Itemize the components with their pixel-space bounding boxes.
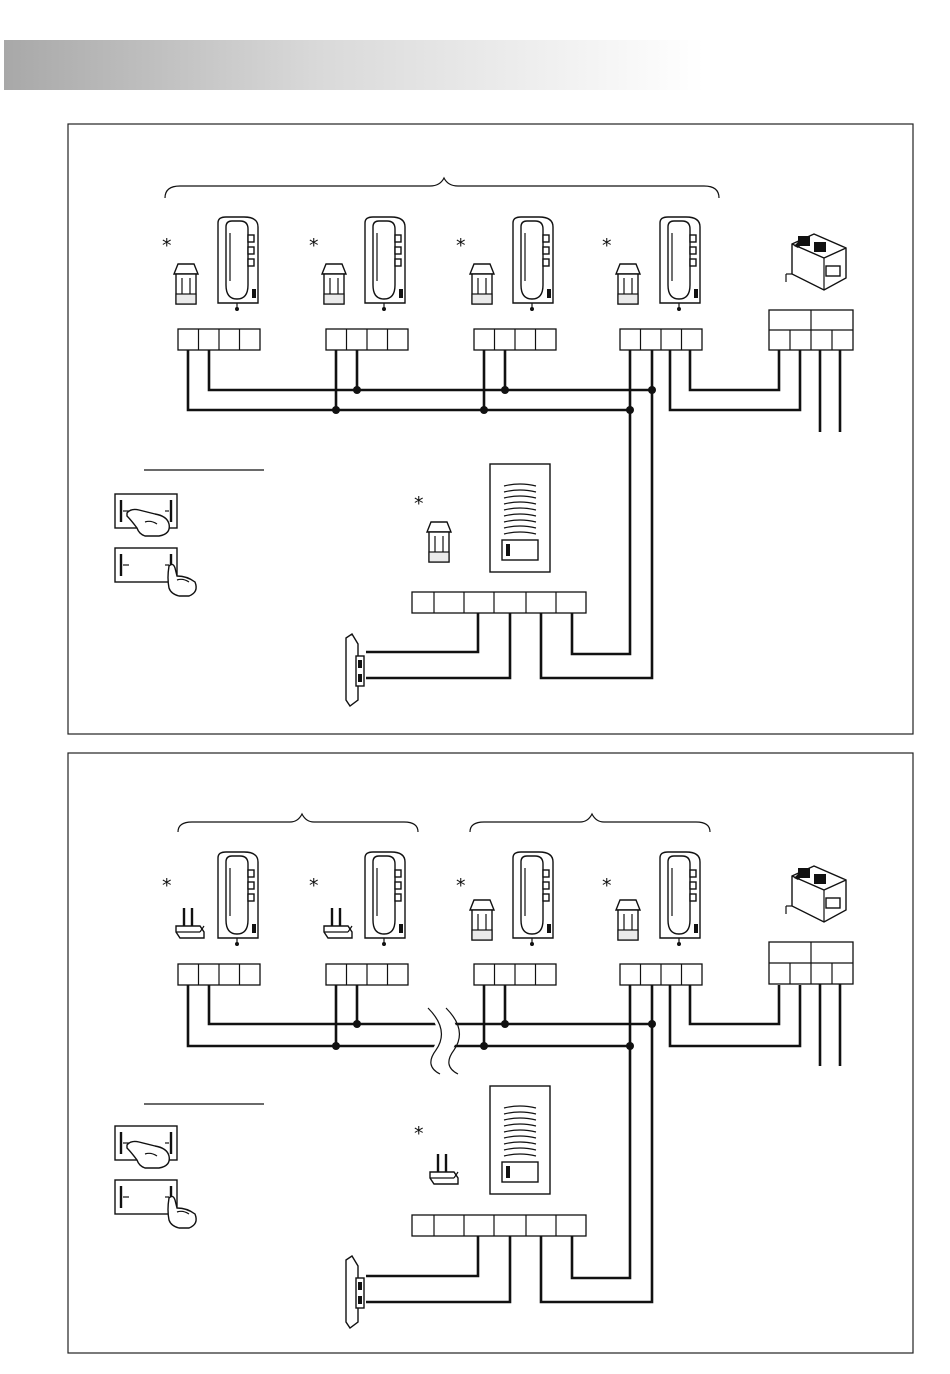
intercom-handset-icon <box>218 217 258 311</box>
config-marker: * <box>162 235 172 257</box>
svg-text:*: * <box>414 1123 424 1145</box>
door-entry-panel-icon <box>490 1086 550 1194</box>
jumper-cap-icon <box>470 264 494 304</box>
svg-text:*: * <box>602 235 612 257</box>
top-handset-4: * <box>602 217 700 311</box>
finger-press-button-icon <box>115 494 177 536</box>
intercom-handset-icon <box>365 217 405 311</box>
bottom-installation-frame <box>68 753 913 1353</box>
bottom-psu-terminals <box>769 942 853 984</box>
bottom-handset-1: * <box>162 852 258 946</box>
bottom-handset-3: * <box>456 852 553 946</box>
pin-jumper-icon <box>176 908 204 938</box>
intercom-handset-icon <box>218 852 258 946</box>
top-handset-1: * <box>162 217 258 311</box>
bottom-group-bracket-right <box>470 814 710 832</box>
top-handset-3: * <box>456 217 553 311</box>
pin-jumper-icon <box>430 1154 458 1184</box>
din-rail-power-supply-icon <box>786 234 846 290</box>
pin-jumper-icon <box>324 908 352 938</box>
top-panel-terminals <box>412 592 586 613</box>
top-handset-2: * <box>309 217 405 311</box>
svg-text:*: * <box>309 235 319 257</box>
door-entry-panel-icon <box>490 464 550 572</box>
top-psu-terminals <box>769 310 853 350</box>
finger-press-button-icon <box>115 1180 196 1228</box>
top-installation-frame <box>68 124 913 734</box>
jumper-cap-icon <box>470 900 494 940</box>
svg-text:*: * <box>414 493 424 515</box>
bottom-panel-terminals <box>412 1215 586 1236</box>
svg-text:*: * <box>456 235 466 257</box>
electric-door-lock-icon <box>346 634 364 706</box>
intercom-handset-icon <box>365 852 405 946</box>
wire-break-icon <box>424 1008 459 1074</box>
intercom-handset-icon <box>660 852 700 946</box>
jumper-cap-icon <box>322 264 346 304</box>
top-terminal-blocks <box>178 329 702 350</box>
intercom-handset-icon <box>513 217 553 311</box>
jumper-cap-icon <box>174 264 198 304</box>
jumper-cap-icon <box>616 900 640 940</box>
svg-text:*: * <box>162 875 172 897</box>
bottom-group-bracket-left <box>178 814 418 832</box>
top-group-bracket <box>165 178 719 198</box>
electric-door-lock-icon <box>346 1256 364 1328</box>
svg-text:*: * <box>602 875 612 897</box>
intercom-handset-icon <box>660 217 700 311</box>
bottom-handset-4: * <box>602 852 700 946</box>
jumper-cap-icon <box>427 522 451 562</box>
jumper-cap-icon <box>616 264 640 304</box>
intercom-handset-icon <box>513 852 553 946</box>
finger-press-button-icon <box>115 1126 177 1168</box>
finger-press-button-icon <box>115 548 196 596</box>
svg-text:*: * <box>456 875 466 897</box>
din-rail-power-supply-icon <box>786 866 846 922</box>
bottom-handset-2: * <box>309 852 405 946</box>
svg-text:*: * <box>309 875 319 897</box>
bottom-terminal-blocks <box>178 964 702 985</box>
